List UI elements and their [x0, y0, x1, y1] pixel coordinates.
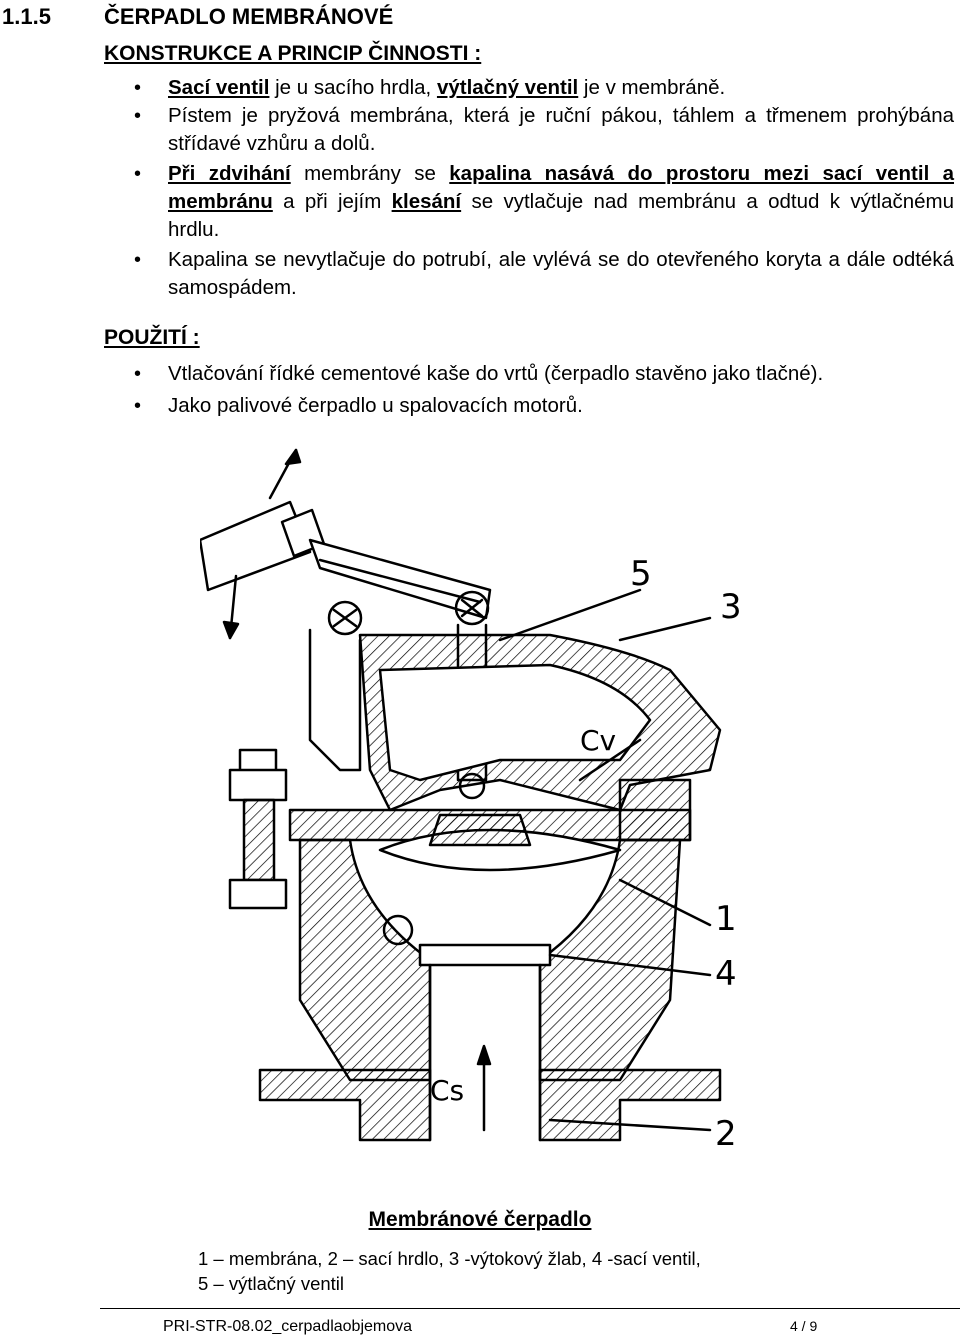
motion-arrows — [222, 448, 302, 640]
list-item: Vtlačování řídké cementové kaše do vrtů … — [134, 360, 954, 388]
flange-bolt — [228, 748, 288, 910]
label-5: 5 — [630, 554, 652, 594]
list-item-text: Pístem je pryžová membrána, která je ruč… — [168, 104, 954, 155]
label-cs: Cs — [430, 1074, 464, 1107]
list-item: Kapalina se nevytlačuje do potrubí, ale … — [134, 246, 954, 302]
usage-list: Vtlačování řídké cementové kaše do vrtů … — [134, 360, 954, 420]
label-2: 2 — [715, 1114, 737, 1154]
stirrup — [308, 628, 362, 772]
list-item-text: se vytlačuje nad membránu a odtud k výtl… — [168, 190, 955, 241]
list-item: Při zdvihání membrány se kapalina nasává… — [134, 160, 954, 244]
figure-caption: Membránové čerpadlo — [368, 1208, 592, 1231]
footer-page-number: 4 / 9 — [790, 1318, 818, 1334]
lower-housing-left — [298, 838, 432, 1082]
discharge-valve-term: výtlačný ventil — [436, 76, 579, 99]
construction-heading: KONSTRUKCE A PRINCIP ČINNOSTI : — [104, 42, 482, 65]
construction-list: Sací ventil je u sacího hrdla, výtlačný … — [134, 74, 954, 302]
suction-space-term: kapalina nasává do prostoru mezi sací ve… — [168, 162, 955, 213]
lever-pivot — [327, 600, 363, 636]
list-item-text: je u sacího hrdla, — [269, 76, 437, 99]
discharge-valve — [428, 813, 532, 847]
label-cv: Cv — [580, 724, 616, 757]
rod-pivot — [454, 590, 490, 626]
hand-lever — [200, 500, 492, 620]
figure-legend: 1 – membrána, 2 – sací hrdlo, 3 -výtokov… — [198, 1246, 701, 1296]
list-item-text: je v membráně. — [578, 76, 726, 99]
footer-divider — [100, 1308, 960, 1309]
label-4: 4 — [715, 954, 737, 994]
legend-line: 5 – výtlačný ventil — [198, 1273, 345, 1294]
legend-line: 1 – membrána, 2 – sací hrdlo, 3 -výtokov… — [198, 1248, 701, 1269]
list-item-text: membrány se — [290, 162, 450, 185]
label-3: 3 — [720, 587, 742, 627]
label-1: 1 — [715, 899, 737, 939]
usage-heading: POUŽITÍ : — [104, 326, 200, 349]
housing-bolt — [382, 914, 414, 946]
suction-valve — [418, 943, 552, 967]
membrane-pump-diagram: 5 3 1 4 2 Cv Cs — [200, 448, 742, 1154]
base-left — [258, 1068, 432, 1142]
lifting-term: Při zdvihání — [168, 162, 291, 185]
lower-housing-right — [538, 838, 682, 1082]
footer-doc-name: PRI-STR-08.02_cerpadlaobjemova — [163, 1318, 413, 1335]
list-item: Sací ventil je u sacího hrdla, výtlačný … — [134, 74, 954, 102]
list-item-text: Kapalina se nevytlačuje do potrubí, ale … — [168, 248, 954, 299]
falling-term: klesání — [391, 190, 462, 213]
section-number: 1.1.5 — [2, 4, 51, 29]
section-title: ČERPADLO MEMBRÁNOVÉ — [104, 4, 394, 29]
list-item: Jako palivové čerpadlo u spalovacích mot… — [134, 392, 954, 420]
suction-valve-term: Sací ventil — [168, 76, 270, 99]
list-item: Pístem je pryžová membrána, která je ruč… — [134, 102, 954, 158]
list-item-text: a při jejím — [272, 190, 392, 213]
